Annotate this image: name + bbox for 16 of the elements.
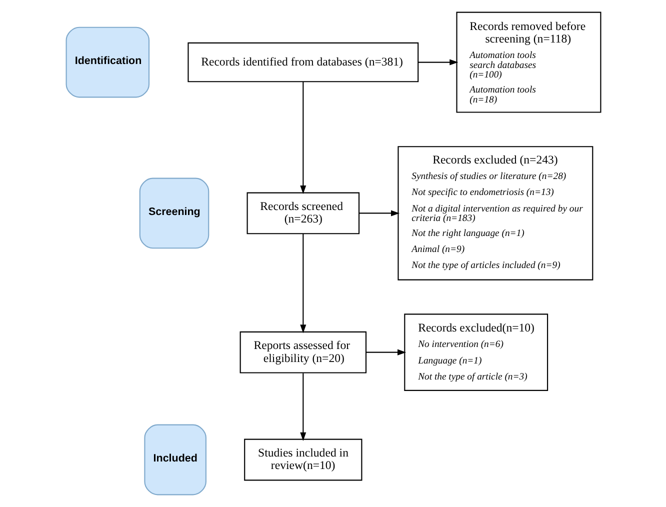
arrow [418,59,458,66]
node-box: Records identified from databases (n=381) [187,42,418,82]
arrow [300,234,306,334]
node-box: Identification [65,26,150,98]
node-box: Records excluded (n=243) Synthesis of studies or literature (n=28) Not specific to endometriosis (n=13) Not a digital intervention as required by our criteria (n=183) Not the right language (n=1) Animal (n=9) Not the type of articles included (n=9) [397,146,593,280]
node-box: Screening [138,178,209,249]
arrow [366,349,406,356]
node-box: Studies included in review(n=10) [244,438,362,481]
node-box: Records excluded(n=10) No intervention (n=6) Language (n=1) Not the type of article (n=3) [404,314,548,391]
node-box: Records screened (n=263) [246,192,360,234]
arrow [300,373,306,441]
arrow [358,210,400,216]
node-box: Records removed before screening (n=118) Automation tools search databases (n=100) Automation tools (n=18) [456,12,601,113]
node-box: Reports assessed for eligibility (n=20) [239,331,366,374]
node-box: Included [144,424,206,496]
arrow [300,82,306,194]
